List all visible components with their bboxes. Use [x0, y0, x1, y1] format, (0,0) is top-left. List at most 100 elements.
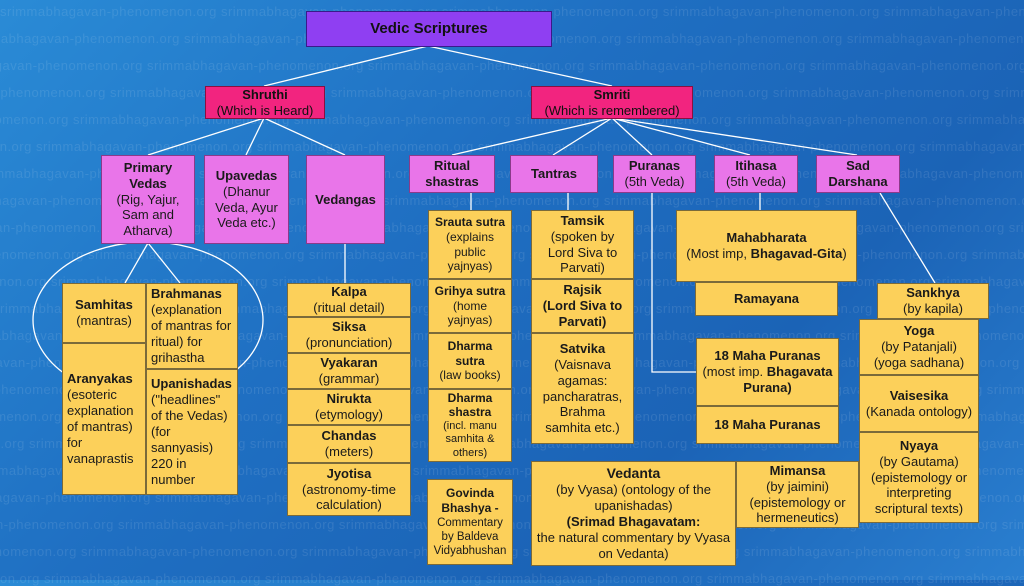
shruthi-box: Shruthi (Which is Heard): [205, 86, 325, 119]
upavedas-box: Upavedas (Dhanur Veda, Ayur Veda etc.): [204, 155, 289, 244]
smriti-box: Smriti (Which is remembered): [531, 86, 693, 119]
mahabharata-sub: (Most imp, Bhagavad-Gita): [686, 246, 846, 262]
ritual-item: Dharma shastra (incl. manu samhita & oth…: [428, 389, 512, 462]
govinda-bhashya-box: Govinda Bhashya - Commentary by Baldeva …: [427, 479, 513, 565]
mahabharata-title: Mahabharata: [726, 230, 807, 246]
darshana-item-title: Nyaya: [899, 437, 939, 453]
tantra-item: Rajsik (Lord Siva to Parvati): [531, 279, 634, 333]
sad-darshana-box: Sad Darshana: [816, 155, 900, 193]
primary-vedas-box: Primary Vedas (Rig, Yajur, Sam and Athar…: [101, 155, 195, 244]
vedangas-title: Vedangas: [315, 191, 376, 207]
ritual-item-sub: (law books): [439, 368, 501, 383]
vedanga-item-sub: (grammar): [318, 371, 380, 386]
darshana-item-title: Sankhya: [906, 285, 960, 301]
ritual-item-sub: (explains public yajnyas): [445, 229, 495, 274]
mimansa-title: Mimansa: [769, 462, 826, 478]
aranyakas-box: Aranyakas (esoteric explanation of mantr…: [62, 343, 146, 495]
samhitas-sub: (mantras): [76, 313, 132, 328]
darshana-item: Yoga (by Patanjali) (yoga sadhana): [859, 319, 979, 375]
brahmanas-title: Brahmanas: [151, 286, 222, 302]
vedangas-box: Vedangas: [306, 155, 385, 244]
ritual-shastras-box: Ritual shastras: [409, 155, 495, 193]
ritual-item-title: Dharma shastra: [447, 390, 493, 420]
maha-puranas-1-title: 18 Maha Puranas: [714, 348, 821, 364]
darshana-item-sub: (by Gautama) (epistemology or interpreti…: [870, 453, 968, 517]
puranas-title: Puranas: [628, 158, 681, 174]
vedanta-sub: (by Vyasa) (ontology of the upanishadas): [556, 482, 711, 514]
darshana-item-title: Yoga: [903, 323, 935, 339]
mahabharata-sub-pre: (Most imp,: [686, 246, 751, 261]
aranyakas-sub: (esoteric explanation of mantras) for va…: [67, 387, 134, 466]
ritual-item-title: Srauta sutra: [434, 215, 506, 230]
vedanga-item-sub: (pronunciation): [305, 335, 393, 350]
maha-puranas-1-sub-post: ): [787, 379, 792, 395]
darshana-item-sub: (by Patanjali) (yoga sadhana): [873, 339, 965, 370]
maha-puranas-box-2: 18 Maha Puranas: [696, 406, 839, 444]
vedanga-item-title: Chandas: [321, 428, 377, 444]
maha-puranas-1-sub: (most imp. Bhagavata Purana): [701, 364, 834, 396]
ritual-item-sub: (home yajnyas): [447, 298, 493, 328]
mahabharata-sub-bold: Bhagavad-Gita: [750, 246, 843, 261]
ritual-item: Grihya sutra (home yajnyas): [428, 279, 512, 333]
vedanta-bold: (Srimad Bhagavatam:: [566, 514, 701, 530]
upavedas-sub: (Dhanur Veda, Ayur Veda etc.): [215, 183, 278, 231]
vedanga-item: Nirukta (etymology): [287, 389, 411, 425]
mahabharata-box: Mahabharata (Most imp, Bhagavad-Gita): [676, 210, 857, 282]
ritual-item-title: Grihya sutra: [434, 284, 506, 299]
maha-puranas-1-sub-pre: (most imp.: [702, 364, 767, 380]
tantra-item-sub: (spoken by Lord Siva to Parvati): [547, 228, 618, 276]
vedanta-title: Vedanta: [606, 465, 661, 482]
shruthi-sub: (Which is Heard): [216, 102, 314, 118]
ritual-shastras-title: Ritual shastras: [425, 158, 479, 189]
mimansa-sub: (by jaimini) (epistemology or hermeneuti…: [749, 478, 846, 526]
ritual-item: Srauta sutra (explains public yajnyas): [428, 210, 512, 279]
primary-vedas-title: Primary Vedas: [123, 159, 173, 191]
vedanga-item: Jyotisa (astronomy-time calculation): [287, 463, 411, 516]
govinda-sub: Commentary by Baldeva Vidyabhushan: [433, 516, 507, 557]
tantra-item-title: Rajsik: [563, 282, 602, 298]
vedanga-item-sub: (etymology): [315, 407, 383, 422]
tantras-box: Tantras: [510, 155, 598, 193]
itihasa-box: Itihasa (5th Veda): [714, 155, 798, 193]
darshana-item: Sankhya (by kapila): [877, 283, 989, 319]
vedanga-item: Chandas (meters): [287, 425, 411, 463]
sad-darshana-title: Sad Darshana: [828, 158, 888, 189]
upanishadas-box: Upanishadas ("headlines" of the Vedas) (…: [146, 369, 238, 495]
darshana-item: Vaisesika (Kanada ontology): [859, 375, 979, 432]
ritual-item-sub: (incl. manu samhita & others): [443, 420, 497, 459]
darshana-item-sub: (Kanada ontology): [865, 403, 973, 419]
vedanga-item-title: Siksa: [332, 319, 366, 335]
smriti-title: Smriti: [593, 86, 631, 102]
upanishadas-sub: ("headlines" of the Vedas) (for sannyasi…: [151, 392, 228, 487]
darshana-item: Nyaya (by Gautama) (epistemology or inte…: [859, 432, 979, 523]
mimansa-box: Mimansa (by jaimini) (epistemology or he…: [736, 461, 859, 528]
vedanta-sub2: the natural commentary by Vyasa on Vedan…: [536, 529, 731, 561]
tantra-item-title: Satvika: [559, 340, 606, 356]
puranas-sub: (5th Veda): [624, 174, 685, 189]
darshana-item-title: Vaisesika: [889, 387, 949, 403]
govinda-title: Govinda Bhashya -: [441, 486, 499, 515]
maha-puranas-box-1: 18 Maha Puranas (most imp. Bhagavata Pur…: [696, 338, 839, 406]
shruthi-title: Shruthi: [242, 86, 288, 102]
itihasa-sub: (5th Veda): [726, 174, 786, 189]
vedanga-item: Kalpa (ritual detail): [287, 283, 411, 317]
tantra-item-sub: (Lord Siva to Parvati): [542, 298, 623, 329]
vedanga-item-title: Kalpa: [331, 284, 367, 300]
brahmanas-sub: (explanation of mantras for ritual) for …: [151, 302, 232, 365]
smriti-sub: (Which is remembered): [544, 102, 680, 118]
vedanga-item: Siksa (pronunciation): [287, 317, 411, 353]
vedanga-item-sub: (ritual detail): [313, 300, 385, 315]
primary-vedas-sub: (Rig, Yajur, Sam and Atharva): [116, 191, 180, 239]
ritual-item: Dharma sutra (law books): [428, 333, 512, 389]
maha-puranas-1-sub-bold: Bhagavata Purana: [743, 364, 833, 395]
maha-puranas-2-title: 18 Maha Puranas: [714, 417, 821, 433]
vedanga-item-title: Jyotisa: [326, 465, 372, 481]
vedanga-item-sub: (meters): [324, 444, 374, 459]
ramayana-title: Ramayana: [733, 291, 800, 307]
ramayana-box: Ramayana: [695, 282, 838, 316]
puranas-box: Puranas (5th Veda): [613, 155, 696, 193]
vedanga-item-title: Nirukta: [326, 391, 372, 407]
mahabharata-sub-post: ): [842, 246, 847, 261]
vedanga-item-title: Vyakaran: [320, 355, 378, 371]
itihasa-title: Itihasa: [735, 158, 777, 174]
